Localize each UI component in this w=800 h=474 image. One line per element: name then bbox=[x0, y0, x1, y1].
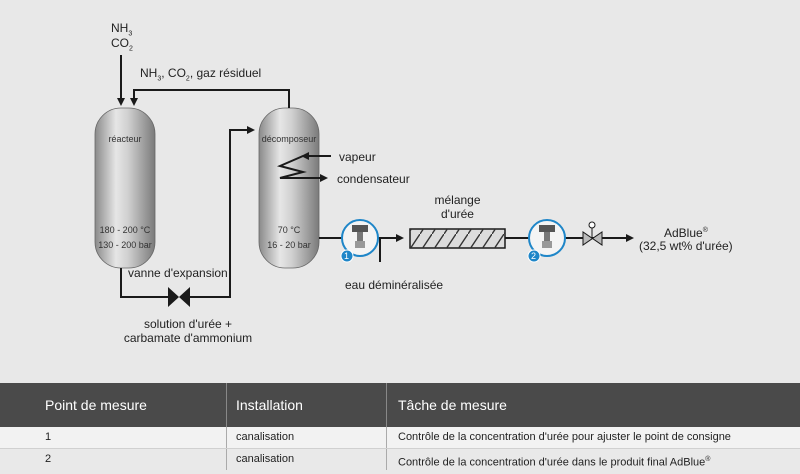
row-1-installation: canalisation bbox=[236, 431, 295, 443]
point-1-number: 1 bbox=[344, 251, 350, 261]
point-2-number: 2 bbox=[531, 251, 537, 261]
table-header: Point de mesure Installation Tâche de me… bbox=[0, 383, 800, 427]
feed-nh3-text: NH bbox=[111, 21, 129, 35]
steam-label: vapeur bbox=[339, 150, 376, 164]
table-row: 1 canalisation Contrôle de la concentrat… bbox=[0, 427, 800, 449]
row-1-point: 1 bbox=[45, 431, 52, 443]
product-detail: (32,5 wt% d'urée) bbox=[639, 239, 733, 253]
transfer-line bbox=[120, 268, 168, 298]
recycle-c: , gaz résiduel bbox=[189, 66, 262, 80]
measurement-point-2 bbox=[527, 219, 566, 263]
measurement-table: Point de mesure Installation Tâche de me… bbox=[0, 383, 800, 470]
row-1-task: Contrôle de la concentration d'urée pour… bbox=[398, 431, 731, 443]
decomposer-name: décomposeur bbox=[261, 134, 317, 144]
recycle-b: , CO bbox=[161, 66, 186, 80]
feed-nh3-sub: 3 bbox=[128, 30, 133, 38]
product-label: AdBlue® bbox=[664, 224, 708, 240]
recycle-b-sub: 2 bbox=[185, 75, 190, 83]
product-reg: ® bbox=[702, 227, 708, 234]
reactor-vessel bbox=[94, 107, 156, 269]
reactor-pressure: 130 - 200 bar bbox=[98, 240, 152, 250]
row-2-point: 2 bbox=[45, 453, 52, 465]
product-name: AdBlue bbox=[664, 226, 703, 240]
recycle-line bbox=[130, 89, 290, 108]
feed-co2-sub: 2 bbox=[129, 45, 133, 53]
row-2-installation: canalisation bbox=[236, 453, 295, 465]
table-row: 2 canalisation Contrôle de la concentrat… bbox=[0, 449, 800, 470]
row-2-task-wrap: Contrôle de la concentration d'urée dans… bbox=[398, 449, 710, 474]
mixer-label-2: d'urée bbox=[441, 207, 474, 221]
measurement-point-1 bbox=[340, 219, 379, 263]
feed-co2-label: CO2 bbox=[111, 36, 133, 56]
feed-co2-text: CO bbox=[111, 36, 129, 50]
reactor-temp: 180 - 200 °C bbox=[99, 225, 151, 235]
expansion-valve-icon bbox=[168, 287, 190, 307]
decomposer-pressure: 16 - 20 bar bbox=[267, 240, 311, 250]
solution-label-1: solution d'urée + bbox=[143, 317, 233, 331]
header-installation: Installation bbox=[236, 397, 303, 413]
process-diagram bbox=[94, 55, 634, 307]
row-2-task-sup: ® bbox=[705, 456, 711, 463]
decomposer-temp: 70 °C bbox=[277, 225, 301, 235]
steam-coil-icon bbox=[276, 155, 307, 179]
row-2-task: Contrôle de la concentration d'urée dans… bbox=[398, 456, 706, 469]
header-task: Tâche de mesure bbox=[398, 397, 507, 413]
recycle-label: NH3, CO2, gaz résiduel bbox=[140, 66, 261, 86]
demin-water-label: eau déminéralisée bbox=[345, 278, 444, 292]
expansion-valve-label: vanne d'expansion bbox=[128, 266, 228, 280]
condensate-label: condensateur bbox=[337, 172, 410, 186]
recycle-a: NH bbox=[140, 66, 158, 80]
transfer-line-2 bbox=[190, 126, 255, 298]
mixer-label-1: mélange bbox=[434, 193, 481, 207]
control-valve-icon bbox=[582, 231, 603, 246]
feed-nh3-label: NH3 bbox=[111, 21, 132, 41]
recycle-a-sub: 3 bbox=[157, 75, 162, 83]
solution-label-2: carbamate d'ammonium bbox=[123, 331, 253, 345]
header-point: Point de mesure bbox=[45, 397, 147, 413]
reactor-name: réacteur bbox=[108, 134, 142, 144]
